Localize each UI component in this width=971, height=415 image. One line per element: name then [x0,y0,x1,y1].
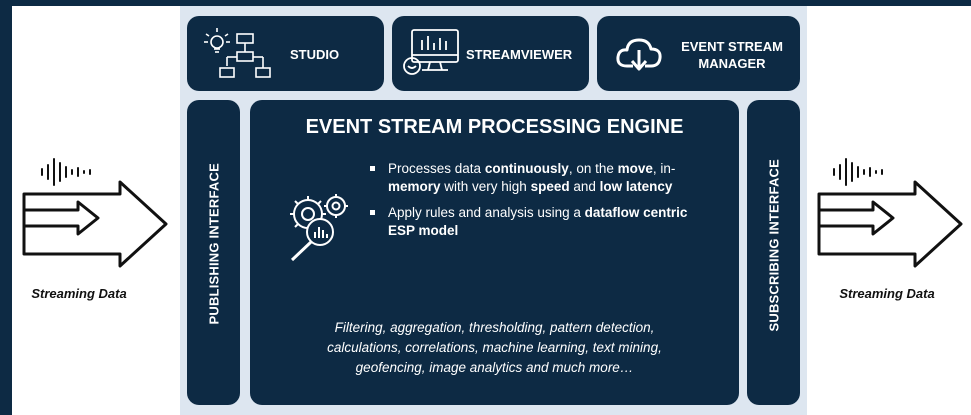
esm-label-line1: EVENT STREAM [681,39,783,54]
cloud-download-icon [616,38,662,71]
right-arrow-icon [817,180,963,268]
bullet2-text1: Apply rules and analysis using a [388,205,585,220]
bullet1-text1: Processes data [388,161,485,176]
capabilities-line3: geofencing, image analytics and much mor… [355,360,634,375]
streamviewer-label: STREAMVIEWER [466,47,573,62]
bullet1-bold5: low latency [599,179,673,194]
bullet1-text4: with very high [440,179,531,194]
bullet1-bold1: continuously [484,161,569,176]
capabilities-text: Filtering, aggregation, thresholding, pa… [270,318,719,378]
gears-analytics-icon [290,194,348,262]
bullet1-text3: , in- [652,161,676,176]
publishing-interface-bar: PUBLISHING INTERFACE [187,100,240,405]
studio-label: STUDIO [290,47,340,62]
right-sound-wave-icon [833,158,883,186]
left-stream-label: Streaming Data [31,286,127,301]
flowchart-icon [204,28,271,78]
capabilities-line1: Filtering, aggregation, thresholding, pa… [334,320,655,335]
bullet-apply-rules: Apply rules and analysis using a dataflo… [368,204,713,240]
bullet1-bold4: speed [530,179,570,194]
streamviewer-tile[interactable]: STREAMVIEWER [392,16,589,91]
publishing-interface-label: PUBLISHING INTERFACE [206,163,222,325]
event-stream-manager-label: EVENT STREAM MANAGER [677,38,787,72]
engine-title: EVENT STREAM PROCESSING ENGINE [305,116,684,138]
engine-bullet-list: Processes data continuously, on the move… [368,160,713,248]
bullet1-bold3: memory [388,179,441,194]
left-arrow-icon [22,180,168,268]
bullet1-bold2: move [617,161,653,176]
capabilities-line2: calculations, correlations, machine lear… [327,340,662,355]
bullet-continuous-processing: Processes data continuously, on the move… [368,160,713,196]
esm-label-line2: MANAGER [698,56,766,71]
left-sound-wave-icon [41,158,91,186]
studio-tile[interactable]: STUDIO [187,16,384,91]
bullet1-text2: , on the [568,161,618,176]
bullet2-bold1: dataflow centric ESP model [388,205,688,238]
esp-panel: STUDIO STREAMV [180,6,807,415]
esp-engine-box: EVENT STREAM PROCESSING ENGINE [250,100,739,405]
subscribing-interface-bar: SUBSCRIBING INTERFACE [747,100,800,405]
right-stream-label: Streaming Data [839,286,935,301]
monitor-dashboard-icon [403,29,459,75]
subscribing-interface-label: SUBSCRIBING INTERFACE [766,159,782,332]
bullet1-text5: and [569,179,600,194]
event-stream-manager-tile[interactable]: EVENT STREAM MANAGER [597,16,800,91]
